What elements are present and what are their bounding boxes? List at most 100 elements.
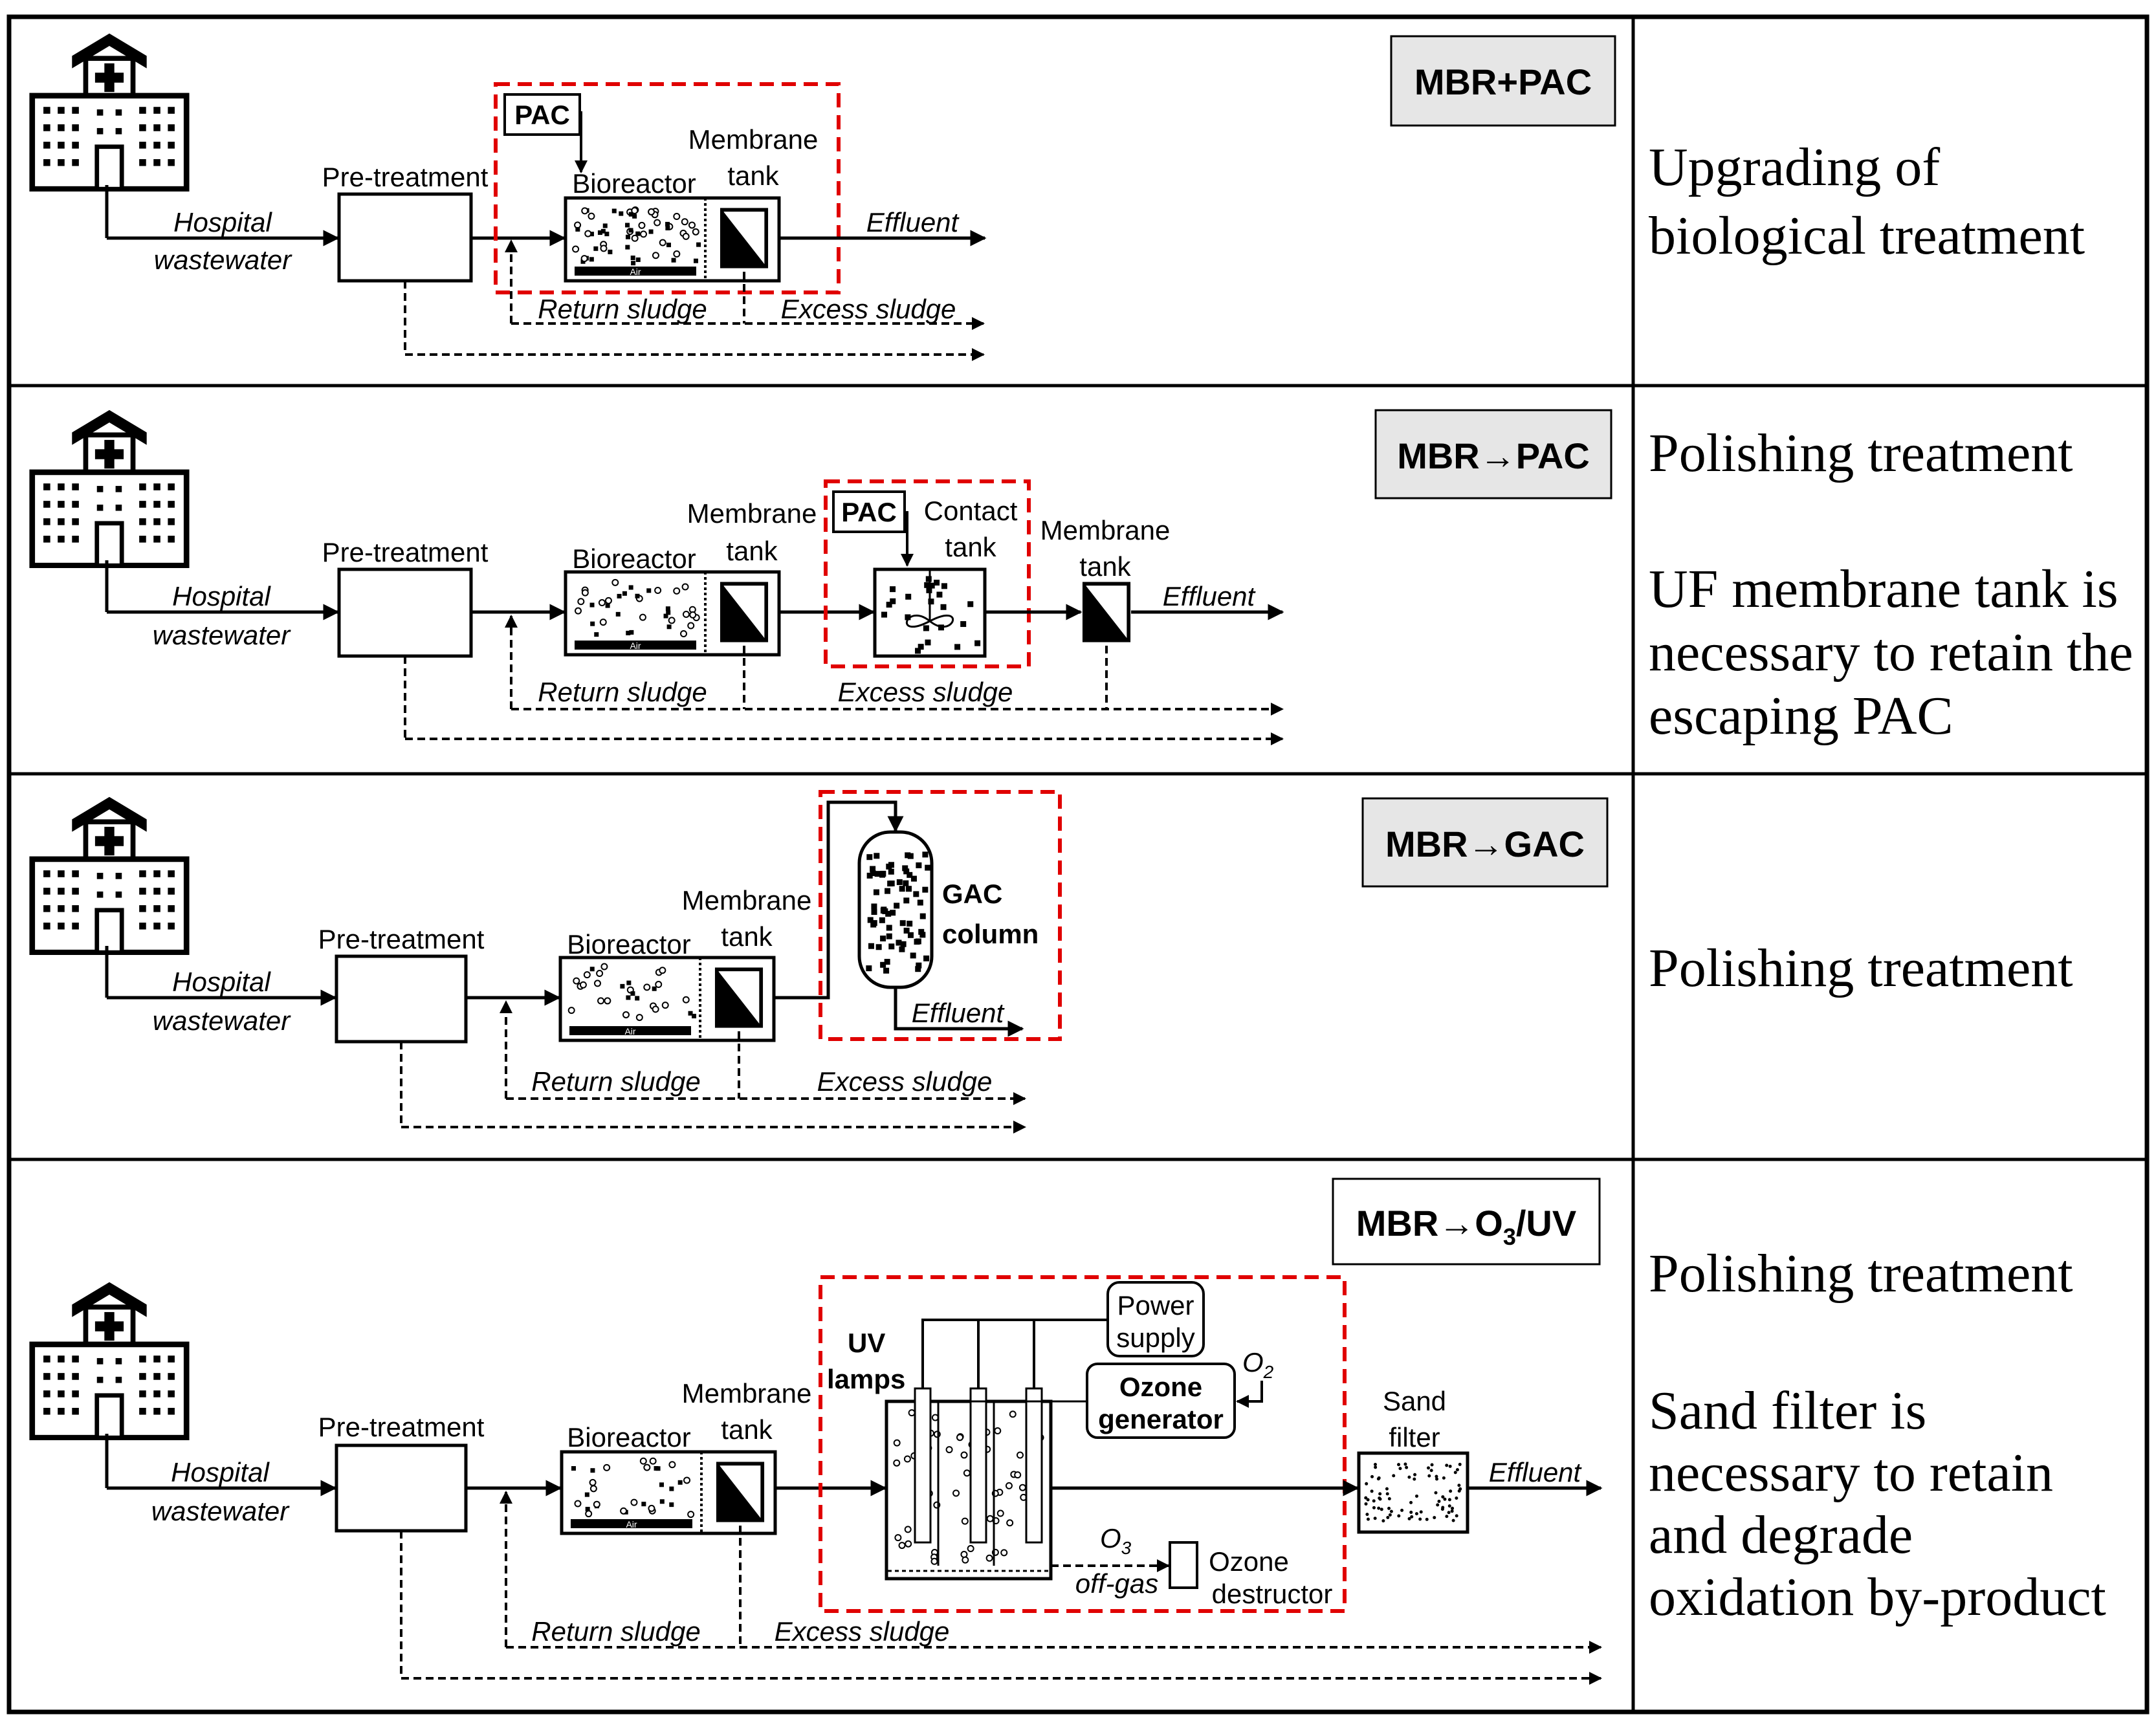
particle <box>1409 1510 1413 1514</box>
wastewater-label: wastewater <box>153 620 291 650</box>
particle <box>659 1499 665 1504</box>
particle <box>1385 1492 1389 1496</box>
particle <box>906 886 912 892</box>
particle-fill <box>571 1457 695 1518</box>
particle <box>1448 1464 1452 1468</box>
particle <box>1434 1491 1438 1495</box>
particle <box>1366 1517 1370 1521</box>
particle <box>910 952 916 959</box>
hospital-label: Hospital <box>173 207 272 237</box>
particle <box>682 611 690 619</box>
particle-fill <box>866 851 931 974</box>
particle <box>879 917 885 923</box>
particle <box>1413 1473 1417 1476</box>
pac-box <box>832 490 906 533</box>
particle <box>593 246 599 251</box>
particle <box>631 234 639 242</box>
particle <box>635 231 641 236</box>
highlight-box <box>824 479 1031 668</box>
particle <box>628 228 633 233</box>
highlight-box <box>819 790 1062 1041</box>
particle <box>611 578 619 586</box>
filter-label: filter <box>1389 1422 1440 1452</box>
description-line-1: Polishing treatment <box>1649 423 2073 483</box>
badge-sub: 3 <box>1503 1223 1516 1250</box>
particle <box>915 938 921 945</box>
particle <box>1453 1471 1457 1474</box>
particle <box>1418 1517 1422 1521</box>
effluent-label: Effluent <box>866 207 960 237</box>
ozone-destructor-box <box>1169 1541 1198 1589</box>
membrane-module <box>722 210 766 266</box>
description-line-3: UF membrane tank is <box>1649 559 2118 619</box>
particle <box>886 602 892 608</box>
o3-main: O <box>1100 1523 1121 1553</box>
particle <box>1427 1466 1431 1470</box>
particle <box>669 1486 674 1491</box>
ozone-label: Ozone <box>1119 1372 1202 1402</box>
membrane-module <box>718 1463 762 1520</box>
particle <box>1372 1506 1376 1509</box>
particle <box>883 967 890 974</box>
particle <box>1385 1487 1389 1491</box>
particle <box>1388 1513 1392 1517</box>
hospital-label: Hospital <box>172 967 271 997</box>
tank-label: tank <box>726 536 778 566</box>
pretreatment-label: Pre-treatment <box>318 924 485 954</box>
particle <box>577 598 585 606</box>
bioreactor-label: Bioreactor <box>567 1422 690 1452</box>
particle <box>648 208 655 215</box>
particle <box>867 917 874 923</box>
destructor-label: destructor <box>1212 1579 1333 1609</box>
particle <box>643 1463 651 1471</box>
particle <box>652 1005 659 1013</box>
excess-sludge-label: Excess sludge <box>781 294 956 324</box>
particle <box>655 981 663 989</box>
particle <box>910 875 917 882</box>
particle <box>925 576 932 582</box>
membrane-label: Membrane <box>682 1378 812 1409</box>
particle <box>585 1510 593 1518</box>
wastewater-label: wastewater <box>151 1496 290 1526</box>
particle <box>961 1517 969 1525</box>
hospital-icon <box>32 797 186 952</box>
particle <box>579 981 587 989</box>
particle <box>584 1492 589 1497</box>
particle <box>905 614 911 620</box>
particle <box>1386 1516 1390 1520</box>
particle <box>1447 1511 1451 1515</box>
particle <box>1400 1508 1404 1512</box>
pretreatment-label: Pre-treatment <box>322 537 489 567</box>
particle <box>1364 1496 1368 1500</box>
particle <box>884 959 890 965</box>
particle <box>923 625 929 631</box>
particle <box>996 1509 1004 1517</box>
particle <box>631 207 639 215</box>
hospital-icon <box>32 1282 186 1438</box>
supply-label: supply <box>1116 1322 1194 1353</box>
particle <box>626 630 631 635</box>
particle <box>1014 1471 1022 1479</box>
table-grid <box>6 14 2150 1715</box>
particle <box>885 910 892 917</box>
particle <box>1378 1492 1382 1496</box>
particle <box>967 601 974 608</box>
membrane-module <box>722 584 766 640</box>
particle <box>1419 1510 1423 1514</box>
air-label: Air <box>630 267 641 277</box>
offgas-label: off-gas <box>1075 1568 1158 1599</box>
particle <box>1364 1502 1368 1506</box>
particle <box>1442 1476 1446 1480</box>
particle <box>1387 1506 1391 1510</box>
row-mbr-to-gac: Hospital wastewater Pre-treatment Biorea… <box>32 790 2073 1134</box>
particle <box>635 996 640 1001</box>
particle <box>597 997 605 1005</box>
description-line-5: escaping PAC <box>1649 686 1953 746</box>
particle <box>918 644 924 650</box>
o2-sub: 2 <box>1263 1362 1274 1382</box>
description-line-6: oxidation by-product <box>1649 1567 2106 1627</box>
mixer-icon <box>905 614 954 628</box>
particle <box>600 245 608 252</box>
method-badge-text: MBR→PAC <box>1397 435 1590 476</box>
particle <box>615 611 621 617</box>
